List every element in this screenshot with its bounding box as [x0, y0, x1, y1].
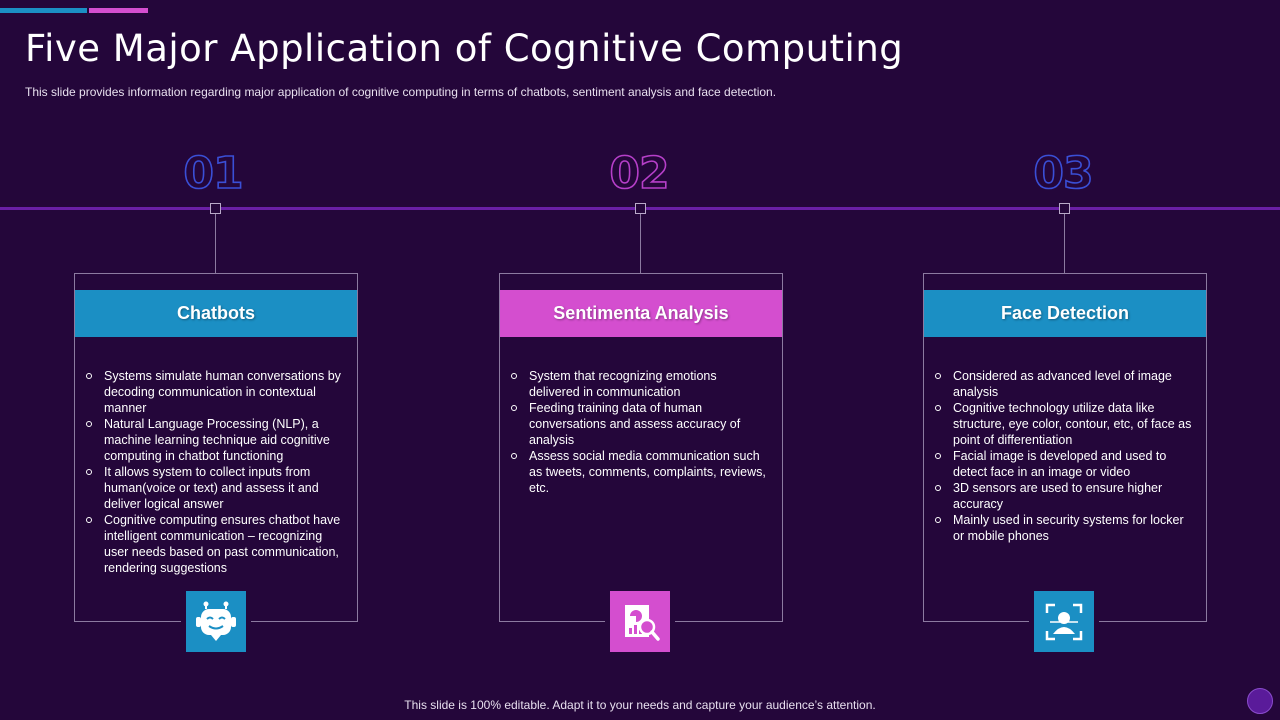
- card-sentiment-analysis: Sentimenta Analysis System that recogniz…: [499, 273, 783, 622]
- face-scan-icon: [1029, 586, 1099, 657]
- bullet-list: Systems simulate human conversations by …: [85, 368, 345, 576]
- report-analysis-icon: [605, 586, 675, 657]
- bullet-item: Natural Language Processing (NLP), a mac…: [85, 416, 345, 464]
- footer-note: This slide is 100% editable. Adapt it to…: [404, 698, 876, 712]
- connector-line: [640, 214, 641, 273]
- bullet-item: Cognitive technology utilize data like s…: [934, 400, 1194, 448]
- step-number-02: 02: [609, 147, 671, 200]
- card-heading: Chatbots: [75, 290, 357, 337]
- bullet-list: Considered as advanced level of image an…: [934, 368, 1194, 544]
- bullet-item: Considered as advanced level of image an…: [934, 368, 1194, 400]
- chatbot-icon: [181, 586, 251, 657]
- accent-bar-pink: [89, 8, 148, 13]
- bullet-list: System that recognizing emotions deliver…: [510, 368, 770, 496]
- slide-title: Five Major Application of Cognitive Comp…: [25, 27, 904, 70]
- bullet-item: Assess social media communication such a…: [510, 448, 770, 496]
- timeline-marker: [1059, 203, 1070, 214]
- bullet-item: Mainly used in security systems for lock…: [934, 512, 1194, 544]
- bullet-item: Feeding training data of human conversat…: [510, 400, 770, 448]
- card-heading: Sentimenta Analysis: [500, 290, 782, 337]
- slide-subtitle: This slide provides information regardin…: [25, 85, 777, 99]
- corner-circle-decoration: [1247, 688, 1273, 714]
- bullet-item: Facial image is developed and used to de…: [934, 448, 1194, 480]
- bullet-item: Systems simulate human conversations by …: [85, 368, 345, 416]
- connector-line: [1064, 214, 1065, 273]
- connector-line: [215, 214, 216, 273]
- step-number-03: 03: [1033, 147, 1095, 200]
- timeline-marker: [635, 203, 646, 214]
- bullet-item: 3D sensors are used to ensure higher acc…: [934, 480, 1194, 512]
- card-face-detection: Face Detection Considered as advanced le…: [923, 273, 1207, 622]
- step-number-01: 01: [183, 147, 245, 200]
- card-heading: Face Detection: [924, 290, 1206, 337]
- bullet-item: It allows system to collect inputs from …: [85, 464, 345, 512]
- accent-bar-blue: [0, 8, 87, 13]
- timeline-marker: [210, 203, 221, 214]
- card-chatbots: Chatbots Systems simulate human conversa…: [74, 273, 358, 622]
- bullet-item: Cognitive computing ensures chatbot have…: [85, 512, 345, 576]
- bullet-item: System that recognizing emotions deliver…: [510, 368, 770, 400]
